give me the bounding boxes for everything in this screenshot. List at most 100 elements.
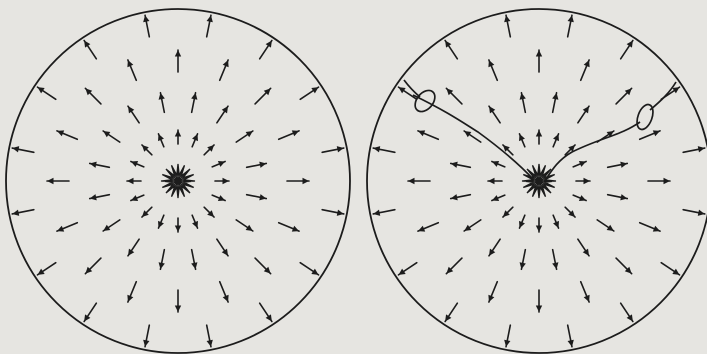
field-arrow	[142, 207, 152, 217]
field-arrow	[489, 239, 500, 256]
field-arrow	[565, 207, 575, 217]
field-arrow-head	[552, 93, 558, 100]
field-arrow	[553, 134, 559, 147]
field-arrow	[578, 106, 589, 123]
field-arrow	[398, 87, 416, 99]
field-arrow	[552, 250, 558, 270]
field-arrow	[519, 134, 525, 147]
field-arrow-head	[90, 162, 97, 168]
field-arrow	[573, 195, 586, 201]
field-arrow	[212, 195, 225, 201]
field-arrow	[597, 220, 614, 231]
field-arrow	[220, 282, 229, 302]
field-arrow-head	[143, 15, 149, 22]
field-arrow	[175, 130, 181, 144]
field-arrow	[552, 93, 558, 113]
field-path-right-tail	[650, 82, 676, 110]
field-arrow	[488, 60, 497, 80]
field-arrow	[418, 130, 438, 139]
field-arrow	[581, 60, 590, 80]
field-arrow	[616, 88, 632, 104]
field-arrow	[175, 290, 181, 312]
field-arrow	[158, 215, 164, 228]
field-arrow	[488, 282, 497, 302]
field-arrow-head	[451, 162, 458, 168]
field-arrow	[247, 194, 267, 200]
field-arrow-head	[504, 340, 510, 347]
field-arrow	[90, 194, 110, 200]
field-arrow-head	[127, 178, 134, 184]
field-arrow	[260, 40, 272, 58]
field-arrow	[204, 145, 214, 155]
field-arrow-head	[698, 146, 705, 152]
field-arrow	[581, 282, 590, 302]
field-arrow	[578, 239, 589, 256]
field-arrow	[536, 290, 542, 312]
field-arrow	[207, 15, 213, 37]
field-arrow	[215, 178, 229, 184]
field-arrow	[608, 194, 628, 200]
field-arrow-head	[488, 178, 495, 184]
field-arrow	[175, 218, 181, 232]
field-arrow-head	[207, 340, 213, 347]
field-arrow	[300, 87, 318, 99]
field-arrow	[616, 258, 632, 274]
field-arrow	[373, 210, 395, 216]
field-arrow-head	[520, 93, 526, 100]
field-arrow-head	[175, 130, 181, 137]
field-arrow-head	[504, 15, 510, 22]
field-arrow	[661, 263, 679, 275]
field-arrow	[84, 303, 96, 321]
field-arrow-head	[175, 226, 181, 233]
field-arrow-head	[620, 194, 627, 200]
field-arrow	[37, 87, 55, 99]
field-arrow	[131, 195, 144, 201]
field-arrow-head	[159, 262, 165, 269]
field-arrow-head	[337, 146, 344, 152]
field-arrow-head	[259, 162, 266, 168]
field-arrow	[640, 223, 660, 232]
field-arrow	[451, 162, 471, 168]
field-arrow	[142, 145, 152, 155]
field-arrow	[236, 131, 253, 142]
field-arrow	[212, 161, 225, 167]
field-arrow-head	[451, 194, 458, 200]
field-arrow-head	[12, 146, 19, 152]
field-arrow	[85, 258, 101, 274]
field-arrow	[279, 223, 299, 232]
field-arrow	[492, 161, 505, 167]
field-arrow	[640, 130, 660, 139]
field-arrow	[576, 178, 590, 184]
field-arrow	[192, 215, 198, 228]
field-arrow	[408, 178, 430, 184]
field-arrow	[520, 250, 526, 270]
field-arrow-head	[568, 340, 574, 347]
field-arrow-head	[47, 178, 54, 184]
field-arrow	[37, 263, 55, 275]
field-path-right	[544, 122, 640, 182]
field-arrow-head	[223, 178, 230, 184]
field-arrow	[446, 88, 462, 104]
field-arrow	[445, 303, 457, 321]
field-arrow	[489, 106, 500, 123]
field-arrow	[103, 131, 120, 142]
field-arrow	[247, 162, 267, 168]
field-arrow	[207, 325, 213, 347]
field-arrow	[520, 93, 526, 113]
field-arrow-head	[536, 226, 542, 233]
field-arrow	[492, 195, 505, 201]
field-arrow-head	[373, 146, 380, 152]
field-arrow	[12, 210, 34, 216]
field-arrow-head	[12, 210, 19, 216]
field-arrow	[446, 258, 462, 274]
field-arrow	[127, 178, 141, 184]
field-arrow	[143, 15, 149, 37]
field-arrow	[127, 60, 136, 80]
field-arrow-head	[620, 162, 627, 168]
field-arrow	[159, 250, 165, 270]
field-arrow-head	[552, 262, 558, 269]
field-arrow	[84, 40, 96, 58]
field-arrow	[398, 263, 416, 275]
field-arrow	[191, 250, 197, 270]
